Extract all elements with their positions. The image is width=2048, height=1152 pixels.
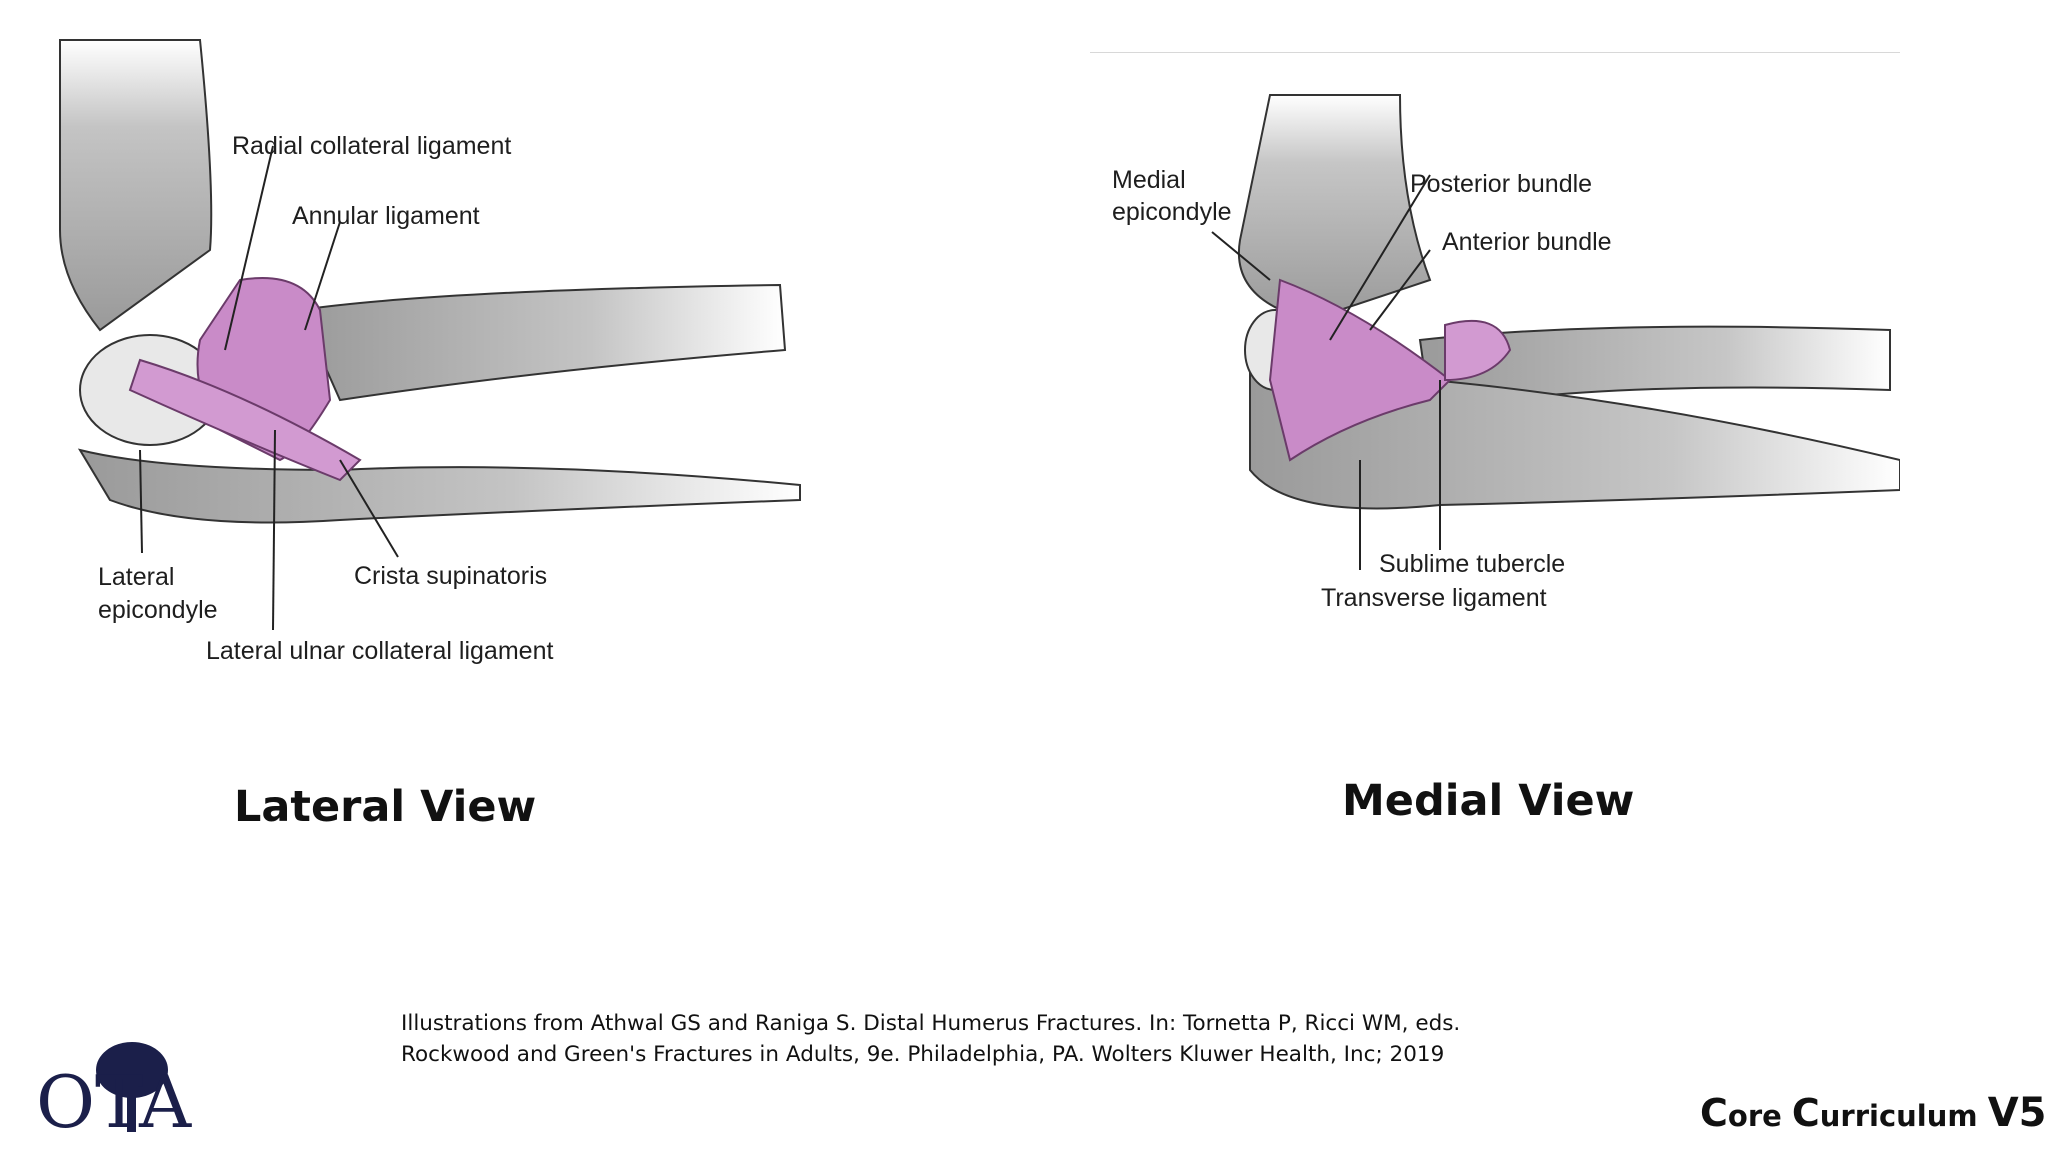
- medial-elbow-illustration: [1211, 94, 1900, 570]
- label-lateral-ulnar-collateral-ligament: Lateral ulnar collateral ligament: [206, 637, 554, 665]
- brand-c2: C: [1791, 1091, 1820, 1135]
- label-medial-epicondyle-line2: epicondyle: [1112, 198, 1232, 226]
- label-anterior-bundle: Anterior bundle: [1442, 228, 1612, 256]
- lateral-view-caption: Lateral View: [234, 782, 537, 832]
- label-medial-epicondyle-line1: Medial: [1112, 166, 1186, 194]
- citation-line-1: Illustrations from Athwal GS and Raniga …: [401, 1011, 1461, 1036]
- label-sublime-tubercle: Sublime tubercle: [1379, 550, 1566, 578]
- ota-logo-text: OTA: [36, 1060, 192, 1144]
- label-lateral-epicondyle-line1: Lateral: [98, 563, 175, 591]
- label-annular-ligament: Annular ligament: [292, 202, 480, 230]
- ota-logo: OTA: [36, 1040, 206, 1144]
- label-radial-collateral-ligament: Radial collateral ligament: [232, 132, 512, 160]
- label-lateral-epicondyle-line2: epicondyle: [98, 596, 218, 624]
- tree-icon: [96, 1042, 168, 1132]
- medial-divider-line: [1090, 52, 1900, 53]
- lateral-elbow-illustration: [59, 39, 801, 631]
- label-transverse-ligament: Transverse ligament: [1321, 584, 1547, 612]
- brand-ore: ore: [1727, 1099, 1792, 1133]
- brand-version: V5: [1987, 1090, 2047, 1136]
- brand-c1: C: [1700, 1091, 1728, 1135]
- core-curriculum-branding: Core Curriculum V5: [1700, 1090, 2047, 1136]
- citation-line-2: Rockwood and Green's Fractures in Adults…: [401, 1042, 1445, 1067]
- label-posterior-bundle: Posterior bundle: [1410, 170, 1593, 198]
- citation: Illustrations from Athwal GS and Raniga …: [401, 1008, 1460, 1070]
- medial-view-caption: Medial View: [1342, 776, 1635, 826]
- brand-urriculum: urriculum: [1819, 1099, 1988, 1133]
- label-crista-supinatoris: Crista supinatoris: [354, 562, 548, 590]
